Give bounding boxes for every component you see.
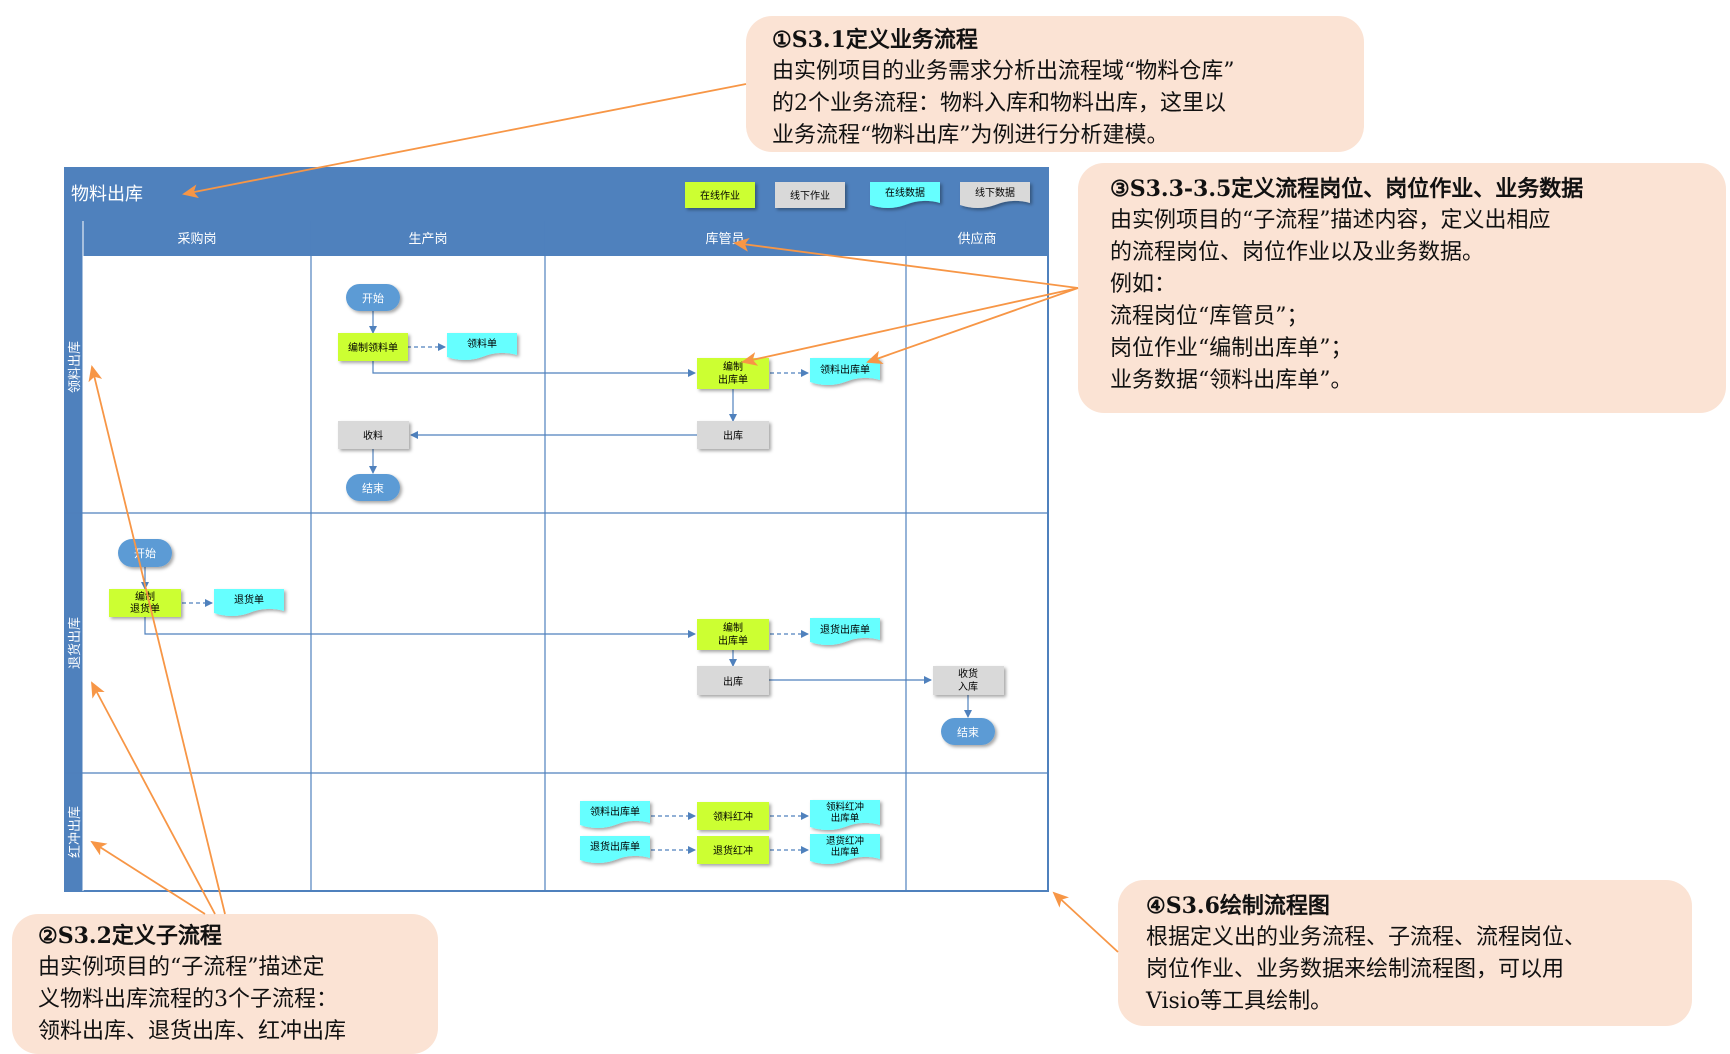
data-return-note: 退货单 bbox=[214, 589, 284, 616]
task-compile-requisition-label: 编制领料单 bbox=[348, 341, 398, 354]
subprocess-label-column bbox=[65, 221, 83, 891]
lane-grid bbox=[65, 221, 1048, 891]
task-compile-issue-note-2: 编制 出库单 bbox=[697, 619, 769, 650]
task-material-reversal: 领料红冲 bbox=[697, 802, 769, 830]
task-issue-1-label: 出库 bbox=[723, 429, 743, 442]
data-material-reversal-note-label: 领料红冲 bbox=[826, 801, 864, 813]
task-compile-issue-note-2-label: 编制 bbox=[723, 621, 743, 634]
callout-line: 的2个业务流程：物料入库和物料出库，这里以 bbox=[772, 91, 1226, 116]
data-requisition-form-label: 领料单 bbox=[467, 337, 497, 350]
data-material-reversal-note-label: 出库单 bbox=[831, 812, 860, 824]
legend-offline-task-label: 线下作业 bbox=[790, 189, 830, 202]
subprocess-label-return-issue: 退货出库 bbox=[67, 617, 83, 669]
task-receive-goods-label: 入库 bbox=[958, 680, 978, 693]
callout-title: ③S3.3-3.5定义流程岗位、岗位作业、业务数据 bbox=[1110, 176, 1584, 202]
lane-header-purchasing: 采购岗 bbox=[177, 231, 216, 247]
data-return-reversal-note-label: 退货红冲 bbox=[826, 835, 864, 847]
task-receive-material-label: 收料 bbox=[363, 429, 383, 442]
callout-line: 业务流程“物料出库”为例进行分析建模。 bbox=[772, 123, 1169, 148]
legend-offline-data-label: 线下数据 bbox=[975, 186, 1015, 199]
diagram-title: 物料出库 bbox=[71, 184, 143, 205]
task-compile-issue-note-1-label: 编制 bbox=[723, 360, 743, 373]
callout-line: 流程岗位“库管员”； bbox=[1110, 304, 1309, 329]
node-end-1: 结束 bbox=[346, 474, 400, 501]
callout-line: 岗位作业、业务数据来绘制流程图，可以用 bbox=[1146, 957, 1565, 982]
task-issue-2-label: 出库 bbox=[723, 675, 743, 688]
lane-header-production: 生产岗 bbox=[408, 232, 447, 247]
task-compile-return-note-label: 编制 bbox=[135, 590, 155, 603]
data-return-note-label: 退货单 bbox=[234, 593, 264, 606]
node-end-1-label: 结束 bbox=[362, 482, 384, 495]
callout-line: 由实例项目的业务需求分析出流程域“物料仓库” bbox=[772, 59, 1235, 84]
callout-line: 由实例项目的“子流程”描述定 bbox=[38, 955, 325, 980]
node-end-2: 结束 bbox=[941, 718, 995, 745]
task-compile-requisition: 编制领料单 bbox=[338, 333, 408, 361]
task-compile-issue-note-2-label: 出库单 bbox=[718, 634, 748, 647]
annotation-arrows bbox=[88, 83, 1119, 953]
legend-online-data-label: 在线数据 bbox=[885, 186, 925, 199]
callout-line: 领料出库、退货出库、红冲出库 bbox=[38, 1019, 347, 1044]
callout-title: ①S3.1定义业务流程 bbox=[772, 27, 978, 53]
callout-define-subprocess: ②S3.2定义子流程 由实例项目的“子流程”描述定 义物料出库流程的3个子流程：… bbox=[12, 914, 438, 1054]
task-issue-2: 出库 bbox=[697, 666, 769, 695]
callout-line: 由实例项目的“子流程”描述内容，定义出相应 bbox=[1110, 208, 1551, 233]
data-material-issue-note-reversal-label: 领料出库单 bbox=[590, 805, 640, 818]
subprocess-label-reversal-issue: 红冲出库 bbox=[67, 806, 83, 858]
task-compile-return-note-label: 退货单 bbox=[130, 602, 160, 615]
task-return-reversal: 退货红冲 bbox=[697, 836, 769, 864]
legend-offline-data bbox=[960, 182, 1030, 208]
legend: 在线作业 线下作业 在线数据 线下数据 bbox=[685, 182, 1030, 208]
callout-draw-flowchart: ④S3.6绘制流程图 根据定义出的业务流程、子流程、流程岗位、 岗位作业、业务数… bbox=[1118, 880, 1692, 1026]
legend-online-task-label: 在线作业 bbox=[700, 189, 740, 202]
task-receive-material: 收料 bbox=[338, 421, 409, 449]
data-material-issue-note: 领料出库单 bbox=[810, 358, 880, 385]
node-start-2-label: 开始 bbox=[134, 546, 156, 560]
callout-title: ②S3.2定义子流程 bbox=[38, 923, 222, 949]
node-start-1-label: 开始 bbox=[362, 291, 384, 305]
callout-line: 义物料出库流程的3个子流程： bbox=[38, 987, 338, 1012]
data-return-issue-note-reversal: 退货出库单 bbox=[580, 836, 650, 863]
node-start-2: 开始 bbox=[118, 539, 172, 567]
data-return-reversal-note: 退货红冲 出库单 bbox=[810, 834, 880, 864]
task-return-reversal-label: 退货红冲 bbox=[713, 844, 753, 857]
diagram-frame bbox=[64, 167, 1049, 892]
subprocess-label-material-issue: 领料出库 bbox=[67, 341, 83, 393]
flow-connectors bbox=[141, 311, 972, 854]
task-material-reversal-label: 领料红冲 bbox=[713, 810, 753, 823]
node-start-1: 开始 bbox=[346, 284, 400, 311]
data-return-issue-note: 退货出库单 bbox=[810, 618, 880, 645]
data-return-issue-note-reversal-label: 退货出库单 bbox=[590, 840, 640, 853]
callout-line: 例如： bbox=[1110, 272, 1177, 297]
task-receive-goods-label: 收货 bbox=[958, 667, 978, 680]
lane-header-bar bbox=[83, 221, 1048, 256]
callout-line: Visio等工具绘制。 bbox=[1146, 989, 1333, 1014]
node-end-2-label: 结束 bbox=[957, 726, 979, 739]
callout-line: 的流程岗位、岗位作业以及业务数据。 bbox=[1110, 240, 1485, 265]
legend-online-data bbox=[870, 182, 940, 208]
legend-offline-task bbox=[775, 182, 845, 208]
data-material-issue-note-reversal: 领料出库单 bbox=[580, 801, 650, 828]
task-compile-issue-note-1: 编制 出库单 bbox=[697, 358, 769, 389]
data-return-reversal-note-label: 出库单 bbox=[831, 846, 860, 858]
data-material-reversal-note: 领料红冲 出库单 bbox=[810, 800, 880, 830]
data-return-issue-note-label: 退货出库单 bbox=[820, 623, 870, 636]
callout-define-business-process: ①S3.1定义业务流程 由实例项目的业务需求分析出流程域“物料仓库” 的2个业务… bbox=[746, 16, 1364, 152]
callout-title: ④S3.6绘制流程图 bbox=[1146, 893, 1330, 919]
data-material-issue-note-label: 领料出库单 bbox=[820, 363, 870, 376]
task-compile-issue-note-1-label: 出库单 bbox=[718, 373, 748, 386]
task-compile-return-note: 编制 退货单 bbox=[109, 589, 181, 617]
callout-define-roles-tasks-data: ③S3.3-3.5定义流程岗位、岗位作业、业务数据 由实例项目的“子流程”描述内… bbox=[1078, 163, 1726, 413]
data-requisition-form: 领料单 bbox=[447, 333, 517, 360]
task-issue-1: 出库 bbox=[697, 421, 769, 449]
legend-online-task bbox=[685, 182, 755, 208]
lane-header-warehouse-keeper: 库管员 bbox=[705, 231, 744, 247]
task-receive-goods: 收货 入库 bbox=[933, 666, 1004, 695]
callout-line: 根据定义出的业务流程、子流程、流程岗位、 bbox=[1146, 925, 1587, 950]
callout-line: 岗位作业“编制出库单”； bbox=[1110, 336, 1353, 361]
lane-header-supplier: 供应商 bbox=[957, 231, 996, 247]
callout-line: 业务数据“领料出库单”。 bbox=[1110, 368, 1353, 393]
